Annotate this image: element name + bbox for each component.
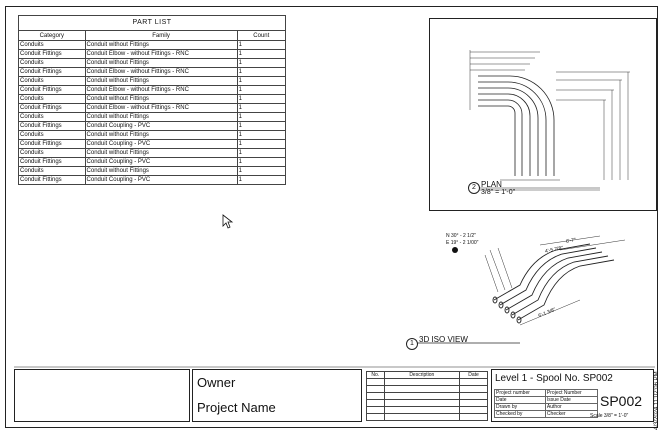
- info-value: Checker: [544, 410, 599, 418]
- owner-box: Owner Project Name: [192, 369, 362, 422]
- date-stamp: 4/3/2024 11:02:06 PM: [654, 371, 660, 430]
- iso-dimension-lines: [412, 235, 626, 344]
- plan-view-number: 2: [468, 182, 480, 194]
- sheet-title: Level 1 - Spool No. SP002: [495, 373, 613, 384]
- info-label: Project number: [494, 389, 546, 397]
- iso-annotation-1: N 30° - 2 1/2": [446, 233, 476, 239]
- iso-annotation-2: E 19° - 2 1/00": [446, 240, 479, 246]
- info-value: Author: [544, 403, 599, 411]
- plan-view-scale: 3/8" = 1'-0": [481, 189, 516, 196]
- project-name-label: Project Name: [197, 400, 276, 415]
- logo-box: [14, 369, 190, 422]
- rev-header-no: No.: [366, 371, 385, 379]
- plan-conduit-elbows: [478, 75, 555, 176]
- plan-dimension-lines: [469, 50, 630, 191]
- owner-label: Owner: [197, 375, 236, 390]
- plan-view-name: PLAN: [481, 180, 502, 189]
- info-value: Issue Date: [544, 396, 599, 404]
- rev-header-date: Date: [459, 371, 488, 379]
- info-value: Project Number: [544, 389, 599, 397]
- iso-conduit-elbows: [492, 243, 615, 324]
- cell-count: 1: [236, 175, 287, 185]
- rev-header-description: Description: [383, 371, 461, 379]
- drawing-sheet: [5, 6, 658, 428]
- sheet-number: SP002: [600, 393, 643, 409]
- part-list-table[interactable]: PART LIST Category Family Count Conduits…: [18, 15, 287, 185]
- info-label: Drawn by: [494, 403, 546, 411]
- info-label: Date: [494, 396, 546, 404]
- iso-marker-icon: [452, 247, 458, 253]
- plan-view-frame[interactable]: [429, 18, 657, 211]
- iso-view-name: 3D ISO VIEW: [419, 335, 468, 344]
- revision-table[interactable]: No. Description Date: [366, 371, 488, 421]
- arrow-cursor-icon: [222, 214, 234, 229]
- iso-view-number: 1: [406, 338, 418, 350]
- info-label: Checked by: [494, 410, 546, 418]
- sheet-info-box: Level 1 - Spool No. SP002 Project number…: [491, 369, 654, 422]
- sheet-scale: Scale 3/8" = 1'-0": [590, 413, 629, 419]
